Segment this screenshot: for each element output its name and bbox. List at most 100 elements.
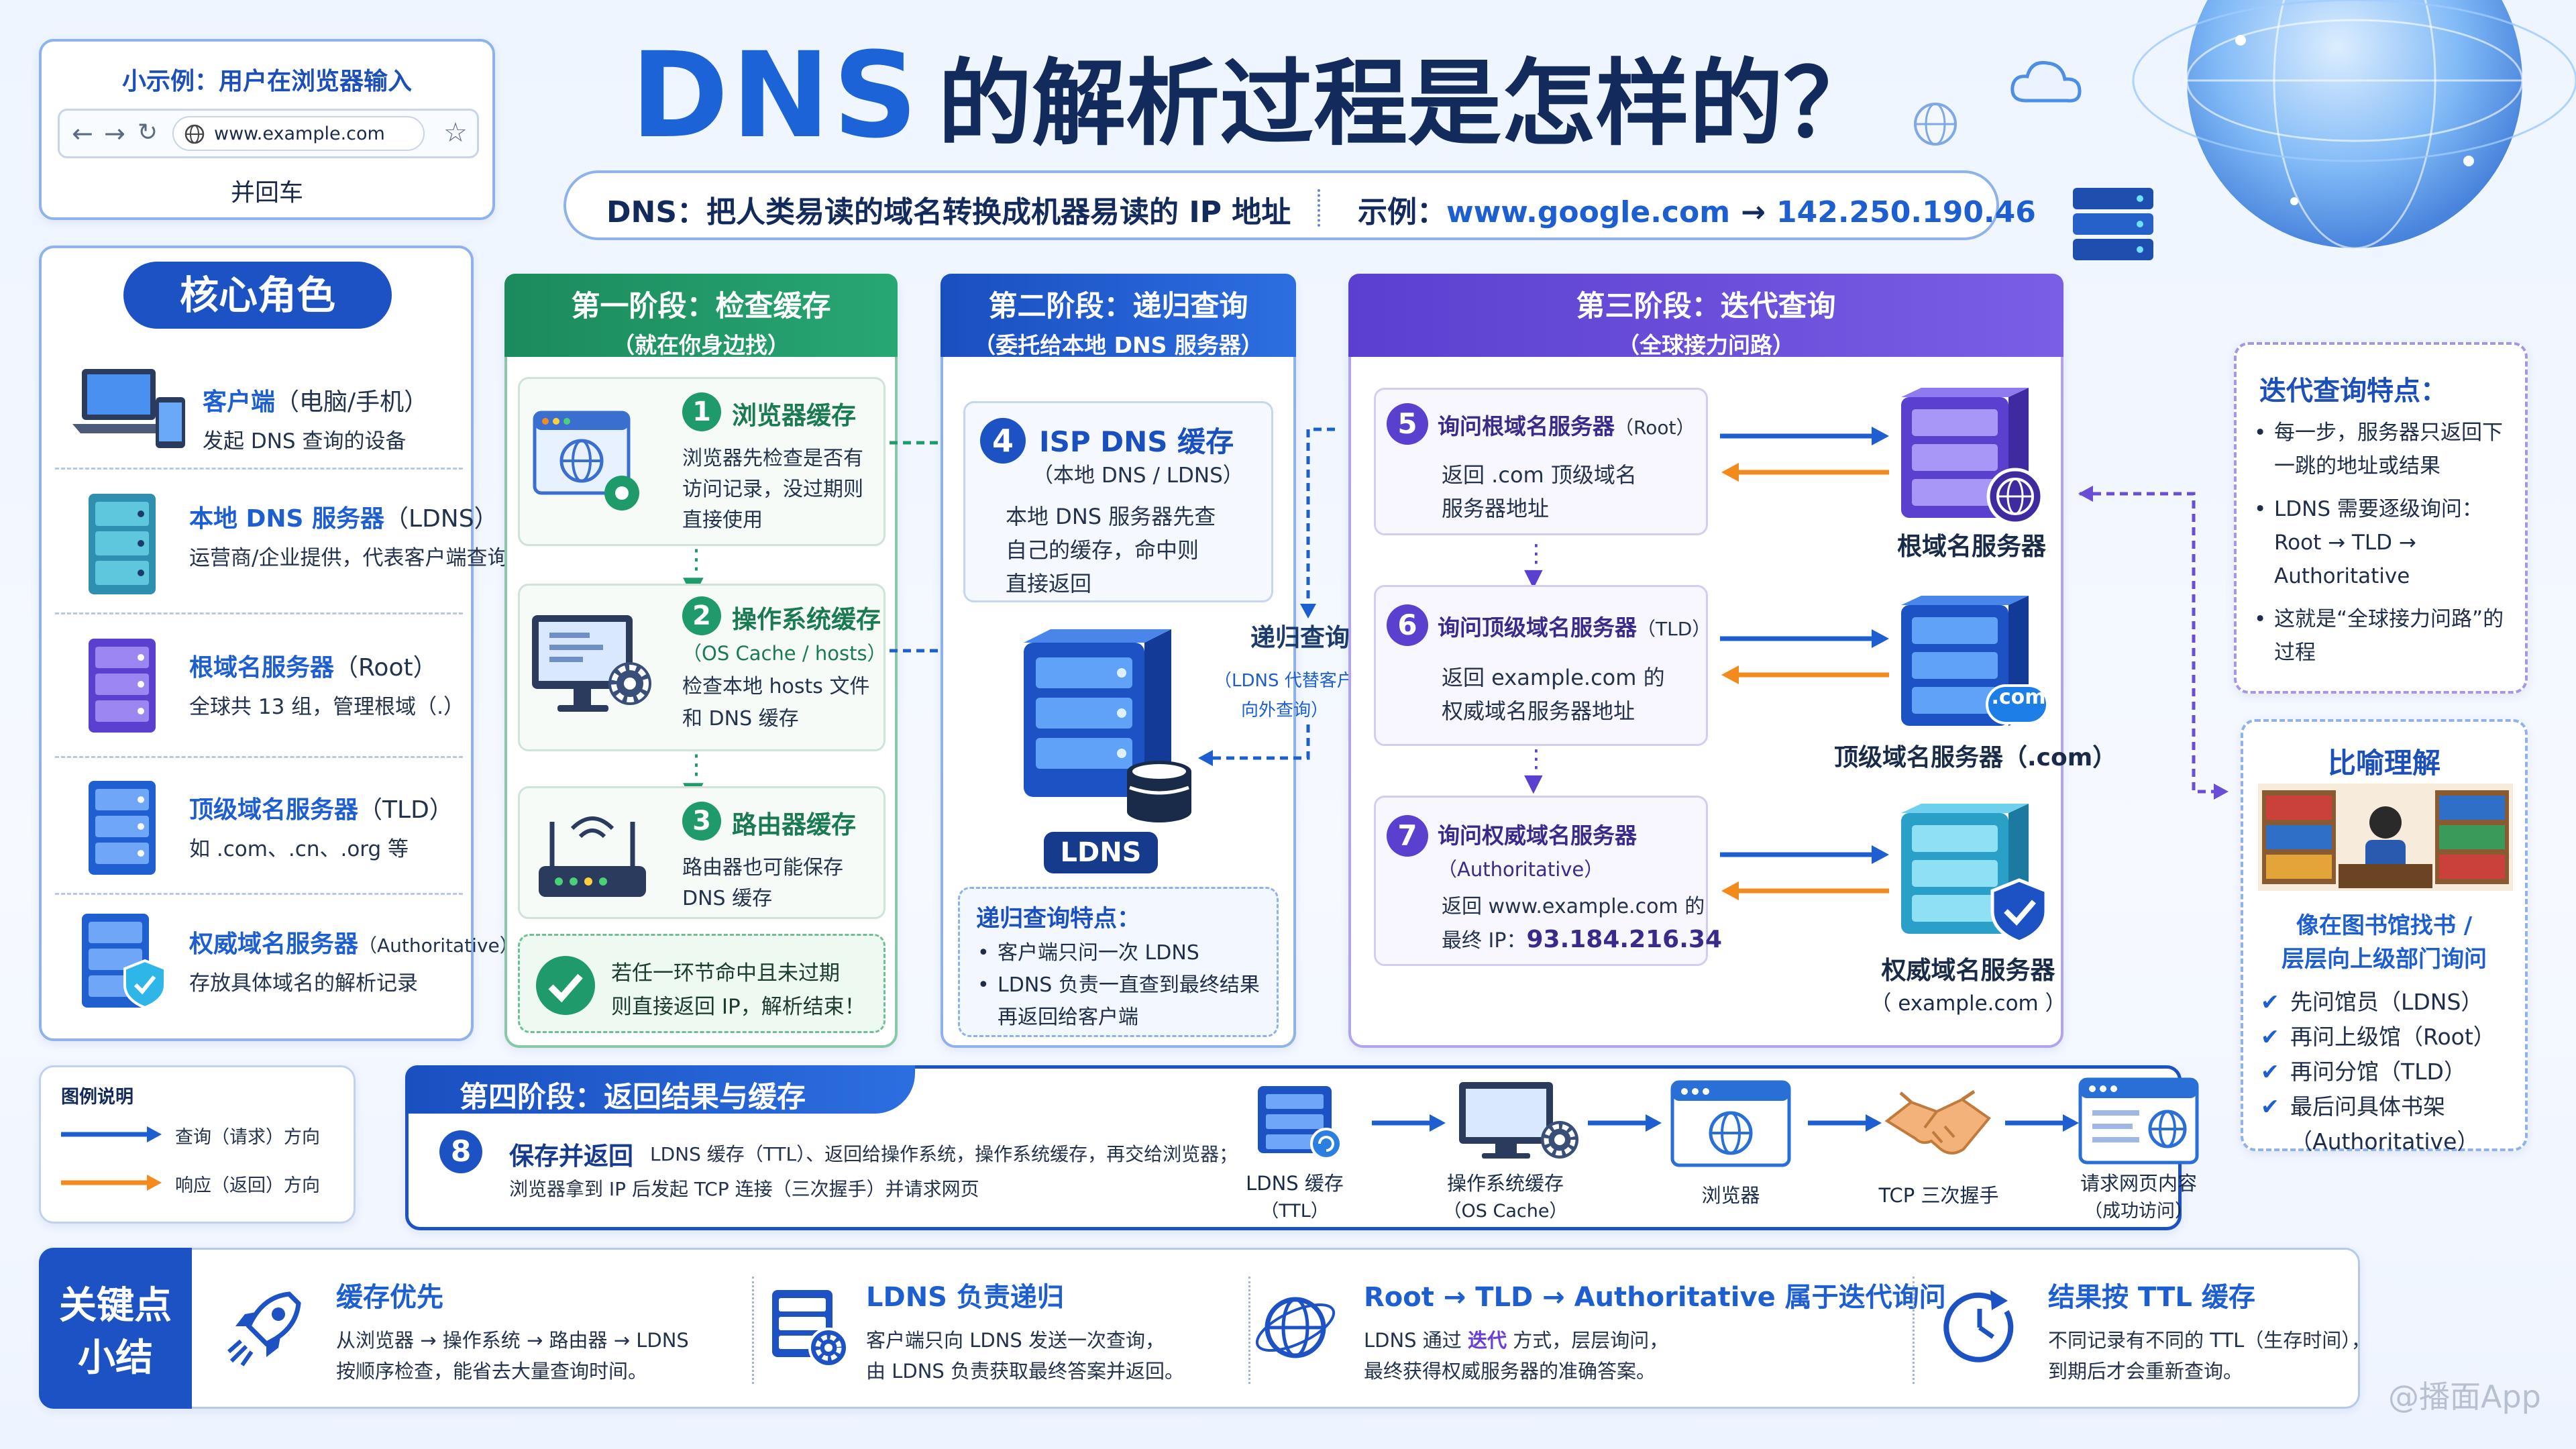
star-icon[interactable]: ☆ [443,117,468,148]
step1-line: 访问记录，没过期则 [682,478,863,501]
watermark: @播面App [2388,1379,2541,1415]
step6-box: 6 询问顶级域名服务器（TLD） 返回 example.com 的 权威域名服务… [1374,585,1711,746]
root-server-label: 根域名服务器 [1897,532,2046,561]
rocket-icon [227,1291,301,1366]
flow-arrow-icon [1588,1114,1662,1132]
step2-line: 和 DNS 缓存 [682,707,799,731]
step5-number: 5 [1387,403,1428,445]
tld-server-label: 顶级域名服务器（.com） [1834,744,2117,771]
roles-title: 核心角色 [123,262,392,329]
role-desc: 存放具体域名的解析记录 [189,971,418,996]
stage1-sub: （就在你身边找） [612,332,790,358]
monitor-gear-icon [532,615,651,712]
step3-line: 路由器也可能保存 [682,856,843,879]
step7-ip-label: 最终 IP： [1442,929,1527,953]
refresh-icon[interactable]: ↻ [138,119,158,146]
library-icon [2258,784,2513,891]
step6-line: 权威域名服务器地址 [1442,698,1635,724]
summary-label [39,1248,192,1409]
url-field[interactable]: www.example.com [172,116,425,151]
laptop-phone-icon [72,369,185,448]
flow-arrow-icon [2005,1114,2079,1132]
flow-label: LDNS 缓存 [1246,1172,1344,1195]
summary-item-title: 缓存优先 [336,1282,443,1313]
ldns-big-server-icon [1024,629,1191,822]
clock-icon [1943,1290,2014,1362]
step5-line: 返回 .com 顶级域名 [1442,462,1637,488]
step8-text1: LDNS 缓存（TTL）、返回给操作系统，操作系统缓存，再交给浏览器； [650,1143,1238,1165]
tld-exchange-arrows [1720,629,1889,684]
step3-number: 3 [682,802,721,841]
analogy-item: 再问分馆（TLD） [2261,1055,2522,1089]
summary-item-title: LDNS 负责递归 [866,1282,1064,1313]
recursive-sub: 向外查询） [1241,700,1329,720]
summary-item-text: 到期后才会重新查询。 [2048,1360,2243,1383]
flow-sub: （TTL） [1260,1201,1329,1222]
summary-item-text: 客户端只向 LDNS 发送一次查询， [866,1329,1165,1352]
tld-server-icon [89,781,156,875]
cache-hit-box: 若任一环节命中且未过期 则直接返回 IP，解析结束！ [518,934,885,1033]
iter-features-title: 迭代查询特点： [2259,376,2447,407]
hit-line: 则直接返回 IP，解析结束！ [611,995,865,1019]
check-circle-icon [536,956,595,1015]
pill-divider [1318,189,1320,227]
stage3-sub: （全球接力问路） [1617,332,1794,358]
summary-item-text: 不同记录有不同的 TTL（生存时间）， [2048,1329,2371,1352]
role-name: 顶级域名服务器 [189,796,359,824]
role-name: 根域名服务器 [189,654,335,682]
step6-title: 询问顶级域名服务器 [1438,614,1637,641]
role-desc: 发起 DNS 查询的设备 [203,429,407,453]
auth-exchange-arrows [1720,845,1889,900]
iter-features-box: 迭代查询特点： 每一步，服务器只返回下一跳的地址或结果 LDNS 需要逐级询问：… [2234,342,2528,694]
summary-item-text: 从浏览器 → 操作系统 → 路由器 → LDNS [336,1329,689,1352]
com-badge: .com [1991,686,2046,709]
handshake-icon [1884,1089,1991,1155]
step4-line: 自己的缓存，命中则 [1006,537,1199,563]
summary-item-title: Root → TLD → Authoritative 属于迭代询问 [1364,1282,1946,1313]
iter-feature: 这就是“全球接力问路”的过程 [2251,602,2520,669]
step1-title: 浏览器缓存 [732,401,856,430]
stage1-panel: 第一阶段：检查缓存 （就在你身边找） 1 浏览器缓存 浏览器先检查是否有 访问记… [504,274,898,1048]
step2-line: 检查本地 hosts 文件 [682,675,870,698]
flow-sub: （成功访问） [2084,1201,2193,1222]
webpage-icon [2078,1077,2199,1165]
step4-number: 4 [980,418,1026,464]
orange-arrow-icon [61,1175,162,1191]
root-server-big-icon [1901,388,2044,525]
summary-item-text: 最终获得权威服务器的准确答案。 [1364,1360,1656,1383]
step6-number: 6 [1387,604,1428,646]
summary-divider [1913,1277,1915,1384]
summary-item-text: 由 LDNS 负责获取最终答案并返回。 [866,1360,1185,1383]
blue-arrow-icon [61,1126,162,1142]
ex-label: 示例： [1358,195,1446,229]
def-text: 把人类易读的域名转换成机器易读的 IP 地址 [706,195,1291,229]
def-label: DNS： [606,195,707,229]
down-arrow-icon: ⋮▼ [1524,540,1548,592]
auth-server-icon [82,914,166,1010]
back-arrow-icon[interactable]: ← [72,119,93,148]
ldns-label: LDNS [1044,832,1158,873]
root-server-icon [89,639,156,733]
step5-line: 服务器地址 [1442,496,1550,521]
step7-number: 7 [1387,815,1428,857]
down-arrow-icon: ⋮▼ [1524,745,1548,797]
router-icon [539,816,646,897]
auth-server-big-icon [1901,804,2048,944]
step5-title: 询问根域名服务器 [1438,413,1615,439]
role-desc: 全球共 13 组，管理根域（.） [189,695,465,719]
globe-icon [184,124,205,144]
summary-title: 小结 [78,1336,153,1380]
step7-box: 7 询问权威域名服务器 （Authoritative） 返回 www.examp… [1374,796,1722,966]
summary-title: 关键点 [59,1284,172,1328]
title-dns: DNS [631,27,921,164]
server-gear-icon [772,1290,849,1368]
flow-arrow-icon [1372,1114,1446,1132]
summary-item-title: 结果按 TTL 缓存 [2048,1282,2255,1313]
forward-arrow-icon[interactable]: → [104,119,125,148]
recursive-label: 递归查询 [1250,623,1350,652]
role-authoritative: 权威域名服务器（Authoritative） 存放具体域名的解析记录 [55,898,519,1029]
legend-query: 查询（请求）方向 [175,1127,320,1148]
step7-line: 返回 www.example.com 的 [1442,895,1705,918]
stage2-panel: 第二阶段：递归查询 （委托给本地 DNS 服务器） 4 ISP DNS 缓存 （… [941,274,1372,1048]
flow-arrow-icon [1808,1114,1882,1132]
